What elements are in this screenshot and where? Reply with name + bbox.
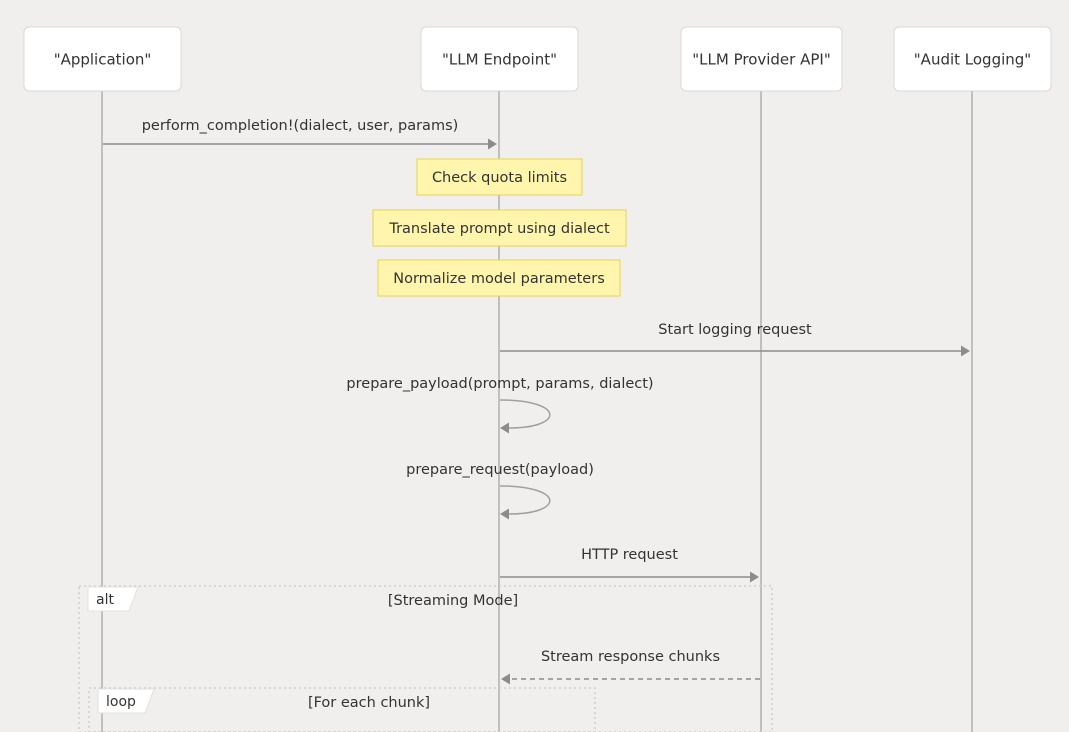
self-calls-layer: prepare_payload(prompt, params, dialect)… xyxy=(346,376,654,520)
message-stream-response-chunks: Stream response chunks xyxy=(501,649,760,685)
self-call-label-prepare-request: prepare_request(payload) xyxy=(406,462,594,478)
participant-label-application: "Application" xyxy=(54,51,152,69)
self-call-prepare-payload: prepare_payload(prompt, params, dialect) xyxy=(346,376,654,434)
fragment-condition-loop-for-each-chunk: [For each chunk] xyxy=(308,695,430,711)
fragment-tag-loop-for-each-chunk xyxy=(97,688,155,714)
participant-label-audit_logging: "Audit Logging" xyxy=(914,51,1031,69)
message-label-stream-response-chunks: Stream response chunks xyxy=(541,649,720,665)
participant-box-application[interactable] xyxy=(23,26,182,92)
fragment-condition-alt-streaming-mode: [Streaming Mode] xyxy=(388,593,518,609)
self-call-arc-prepare-payload xyxy=(499,399,551,429)
note-box-translate-prompt xyxy=(372,209,627,247)
fragment-border-alt-streaming-mode xyxy=(78,585,773,732)
message-label-http-request: HTTP request xyxy=(581,547,678,563)
fragment-tag-alt-streaming-mode xyxy=(87,586,139,612)
message-arrowhead-http-request xyxy=(750,571,759,583)
message-label-start-logging-request: Start logging request xyxy=(658,322,812,338)
message-arrowhead-start-logging-request xyxy=(961,345,970,357)
participant-label-llm_endpoint: "LLM Endpoint" xyxy=(442,51,557,69)
participant-box-llm_endpoint[interactable] xyxy=(420,26,579,92)
self-call-prepare-request: prepare_request(payload) xyxy=(406,462,594,520)
participant-audit_logging[interactable]: "Audit Logging" xyxy=(893,26,1052,92)
self-call-label-prepare-payload: prepare_payload(prompt, params, dialect) xyxy=(346,376,653,392)
participant-label-llm_provider_api: "LLM Provider API" xyxy=(692,51,830,69)
self-call-arrowhead-prepare-payload xyxy=(500,422,509,434)
self-call-arc-prepare-request xyxy=(499,485,551,515)
participant-application[interactable]: "Application" xyxy=(23,26,182,92)
fragments-layer: alt [Streaming Mode] loop [For each chunk] xyxy=(78,585,773,732)
note-box-check-quota-limits xyxy=(416,158,583,196)
lifelines-layer xyxy=(101,91,973,732)
note-check-quota-limits: Check quota limits xyxy=(416,158,583,196)
fragment-tag-label-loop-for-each-chunk: loop xyxy=(106,694,136,710)
note-box-normalize-params xyxy=(377,259,621,297)
message-http-request: HTTP request xyxy=(500,547,759,583)
actor-boxes-layer: "Application" "LLM Endpoint" "LLM Provider… xyxy=(23,26,1052,92)
message-arrowhead-stream-response-chunks xyxy=(501,673,510,685)
note-label-normalize-params: Normalize model parameters xyxy=(393,271,605,287)
message-label-perform-completion: perform_completion!(dialect, user, param… xyxy=(142,118,459,134)
participant-llm_provider_api[interactable]: "LLM Provider API" xyxy=(680,26,843,92)
fragment-tag-label-alt-streaming-mode: alt xyxy=(96,592,114,608)
participant-box-audit_logging[interactable] xyxy=(893,26,1052,92)
messages-layer: perform_completion!(dialect, user, param… xyxy=(103,118,970,685)
participant-llm_endpoint[interactable]: "LLM Endpoint" xyxy=(420,26,579,92)
note-label-check-quota-limits: Check quota limits xyxy=(432,170,567,186)
fragment-alt-streaming-mode: alt [Streaming Mode] xyxy=(78,585,773,732)
note-label-translate-prompt: Translate prompt using dialect xyxy=(388,221,610,237)
message-start-logging-request: Start logging request xyxy=(500,322,970,357)
participant-box-llm_provider_api[interactable] xyxy=(680,26,843,92)
note-normalize-params: Normalize model parameters xyxy=(377,259,621,297)
message-arrowhead-perform-completion xyxy=(488,138,497,150)
note-translate-prompt: Translate prompt using dialect xyxy=(372,209,627,247)
fragment-loop-for-each-chunk: loop [For each chunk] xyxy=(88,687,596,732)
self-call-arrowhead-prepare-request xyxy=(500,508,509,520)
message-perform-completion: perform_completion!(dialect, user, param… xyxy=(103,118,497,150)
